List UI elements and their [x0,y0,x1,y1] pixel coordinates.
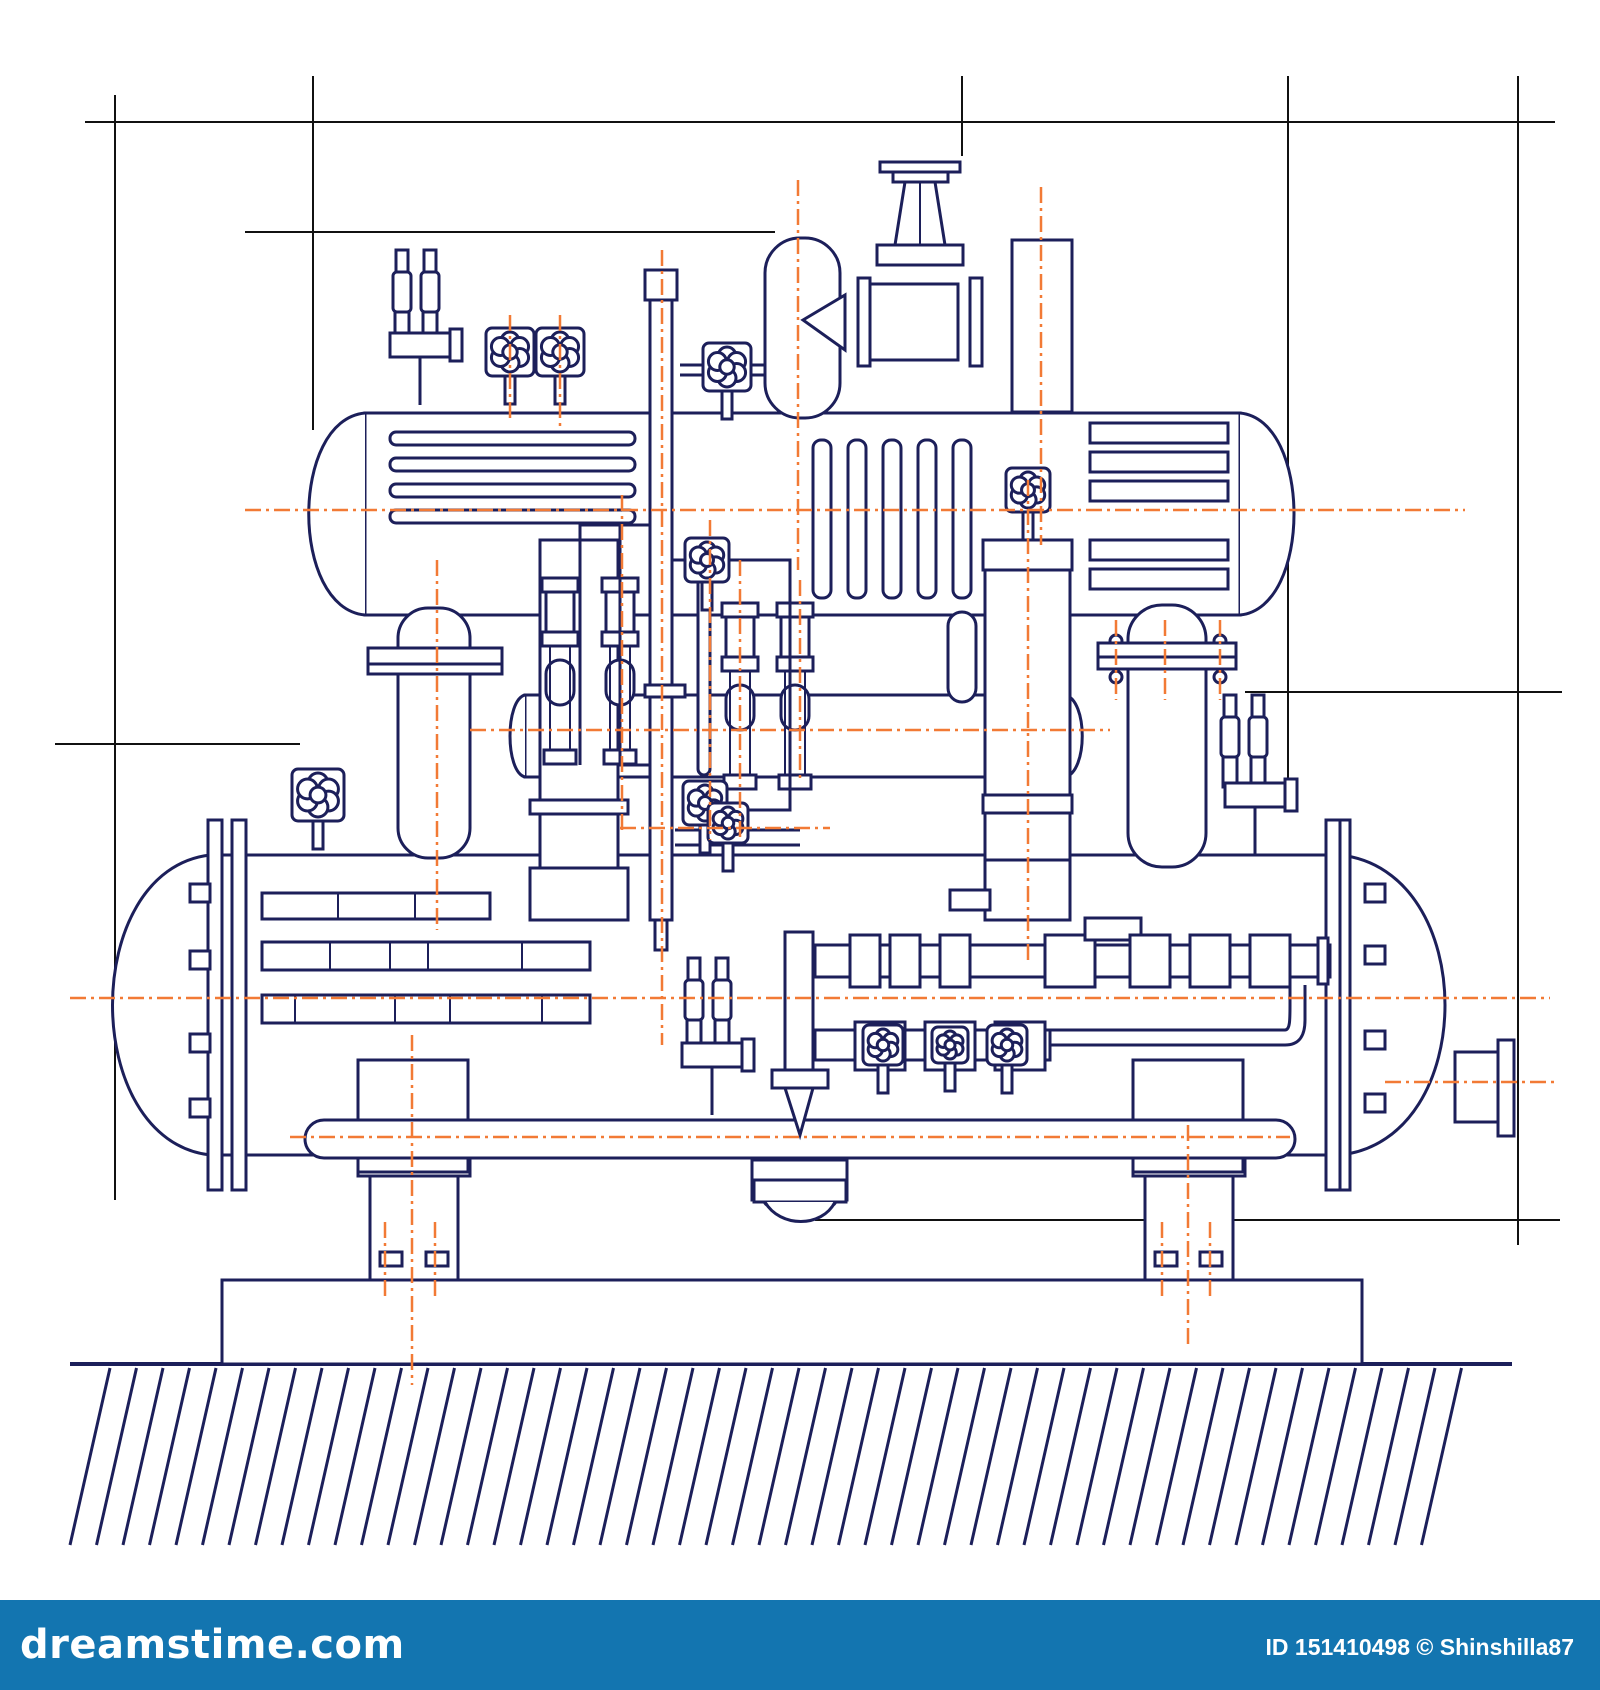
rosette-valves [290,326,1052,1095]
upper-right-fins [1088,421,1230,591]
centerlines [70,180,1555,1385]
brand-logo-text[interactable]: dreamstime.com [20,1622,405,1668]
rosette-valve-icon [290,767,346,851]
valve-train [770,916,1332,1141]
pressure-switch-icon [419,248,441,344]
sight-glass-icon [540,576,580,766]
small-drain-pipe [946,610,978,704]
ground [68,1362,1512,1546]
top-gate-valve [875,160,965,267]
pressure-switch-icon [711,956,733,1052]
piping [578,363,1307,1047]
pressure-switch-icon [391,248,413,344]
pressure-switch-icon [683,956,705,1052]
equipment-drawing [55,76,1562,1546]
rosette-valve-icon [930,1025,970,1093]
upper-left-fins [388,430,637,525]
rosette-valve-icon [683,536,731,612]
left-riser [366,606,504,860]
frame-lines [55,76,1562,1245]
footer-bar: dreamstime.com ID 151410498 © Shinshilla… [0,1600,1600,1690]
rosette-valve-icon [706,801,750,873]
pressure-switches [388,248,1299,1115]
left-support [356,1158,472,1282]
base-plinth [220,1278,1364,1366]
rosette-valve-icon [701,341,753,421]
rosette-valve-icon [861,1023,905,1095]
rosette-valve-icon [985,1023,1029,1095]
pressure-switch-icon [1247,693,1269,789]
sight-glass-icon [775,601,815,791]
upper-vessel [307,411,1296,617]
pressure-switch-icon [1219,693,1241,789]
right-riser [1096,603,1238,869]
lower-coils [260,891,592,1025]
image-credit: ID 151410498 © Shinshilla87 [1265,1634,1574,1660]
upper-mid-fins [811,438,973,600]
